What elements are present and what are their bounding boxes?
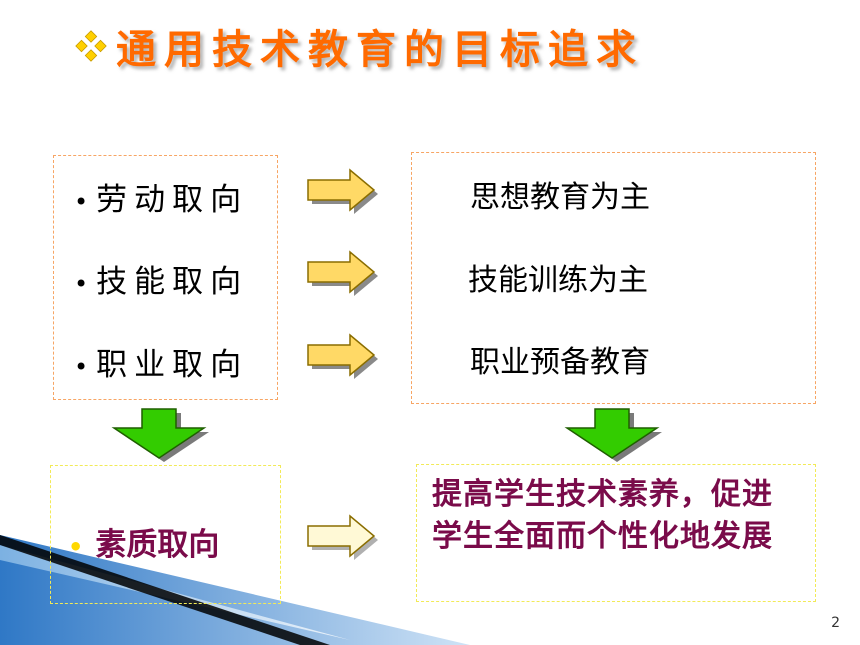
down-arrow-icon bbox=[111, 408, 209, 462]
right-arrow-icon bbox=[307, 333, 378, 379]
right-item-vocational-prep: 职业预备教育 bbox=[470, 345, 650, 380]
conclusion-quality: •素质取向 bbox=[68, 527, 220, 563]
down-arrow-icon bbox=[564, 408, 662, 462]
diamond-cluster-icon bbox=[75, 30, 107, 62]
bullet-icon: • bbox=[74, 269, 89, 298]
right-arrow-icon bbox=[307, 168, 378, 214]
right-arrow-icon bbox=[307, 514, 378, 560]
right-item-training: 技能训练为主 bbox=[468, 263, 648, 298]
left-item-labor: •劳动取向 bbox=[74, 182, 249, 218]
bullet-icon: • bbox=[74, 352, 89, 381]
page-title: 通用技术教育的目标追求 bbox=[72, 14, 644, 78]
emphasis-box bbox=[411, 152, 816, 404]
bullet-icon: • bbox=[68, 532, 84, 561]
title-text: 通用技术教育的目标追求 bbox=[116, 27, 644, 73]
left-item-vocation: •职业取向 bbox=[74, 347, 249, 383]
goal-box bbox=[416, 464, 816, 602]
orientation-box bbox=[53, 155, 278, 400]
quality-orientation-box bbox=[50, 465, 281, 604]
bullet-icon: • bbox=[74, 187, 89, 216]
page-number: 2 bbox=[831, 615, 840, 631]
right-item-ideology: 思想教育为主 bbox=[470, 180, 650, 215]
goal-text: 提高学生技术素养，促进 学生全面而个性化地发展 bbox=[432, 477, 773, 554]
right-arrow-icon bbox=[307, 250, 378, 296]
left-item-skill: •技能取向 bbox=[74, 264, 249, 300]
